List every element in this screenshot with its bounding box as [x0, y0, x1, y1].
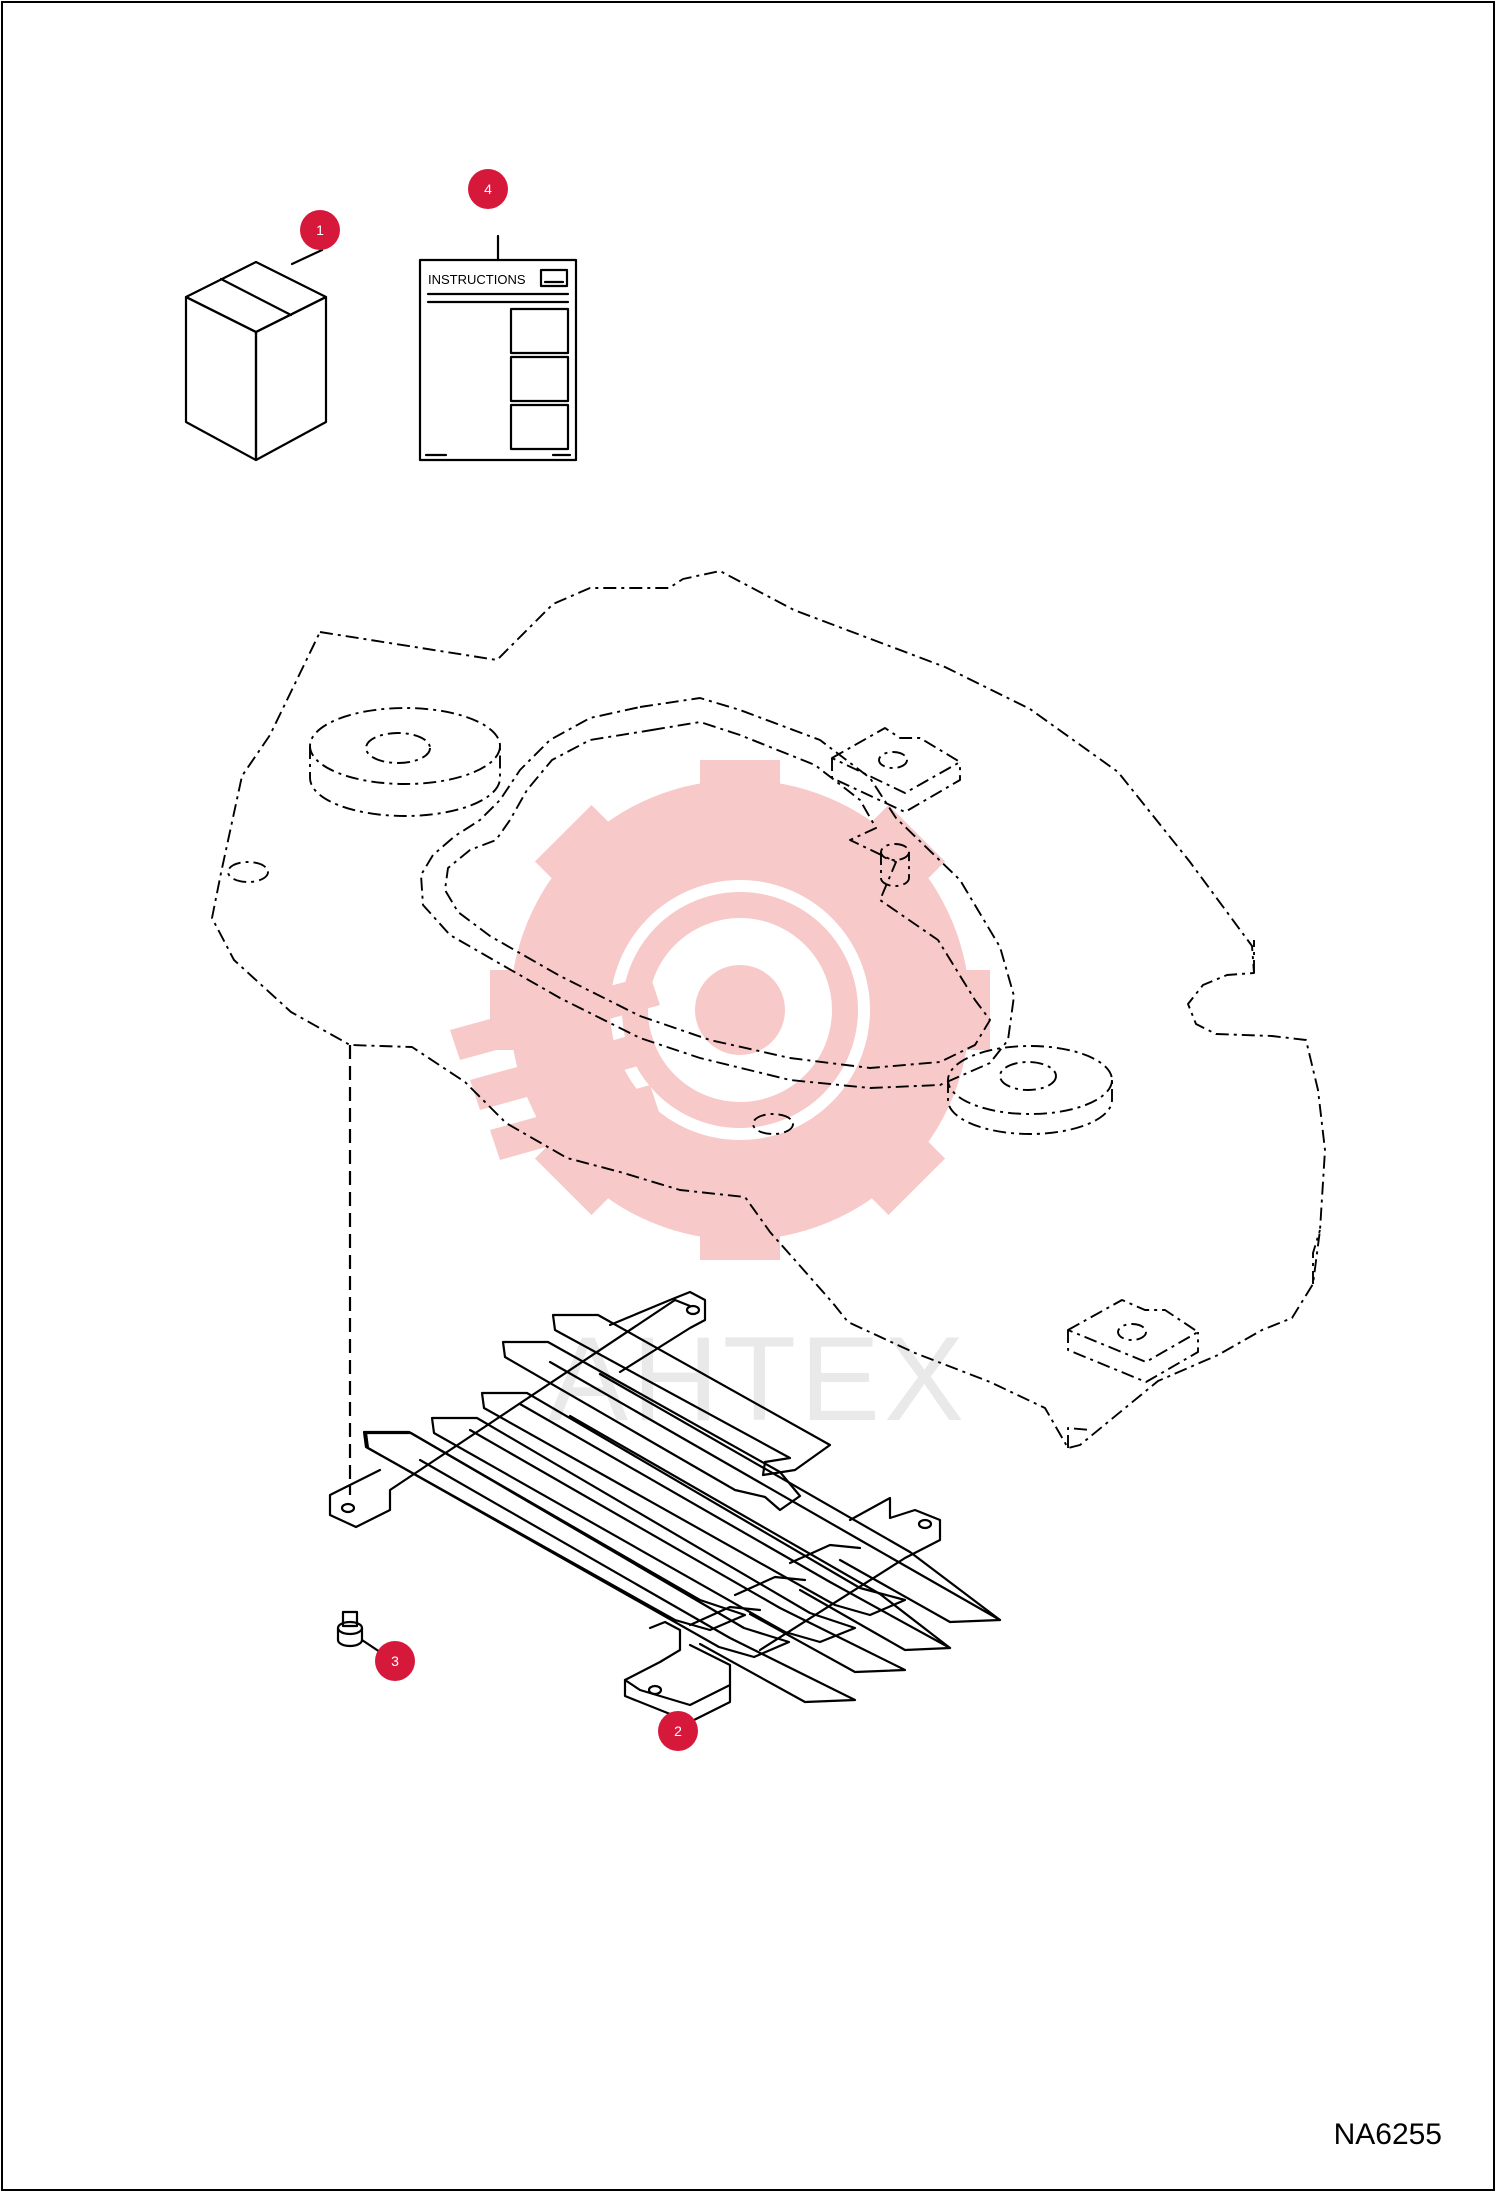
callout-2: 2: [658, 1711, 698, 1751]
callout-3: 3: [375, 1641, 415, 1681]
part-3-bolt: [336, 1610, 382, 1654]
grille-slats: [362, 1313, 1002, 1704]
callout-2-number: 2: [674, 1723, 682, 1739]
callout-1: 1: [300, 210, 340, 250]
part-1-box: [184, 248, 328, 462]
watermark-text: AHTEX: [548, 1312, 968, 1446]
callout-4: 4: [468, 169, 508, 209]
figure-code: NA6255: [1333, 2118, 1442, 2151]
part-2-grille: [328, 1290, 1002, 1742]
instructions-label: INSTRUCTIONS: [428, 272, 526, 287]
part-4-instructions-sheet: INSTRUCTIONS: [418, 234, 578, 462]
mounting-plate-outline: [211, 570, 1326, 1449]
callout-4-number: 4: [484, 181, 492, 197]
callout-3-number: 3: [391, 1653, 399, 1669]
watermark-gear-logo: [450, 760, 990, 1260]
callout-1-number: 1: [316, 222, 324, 238]
